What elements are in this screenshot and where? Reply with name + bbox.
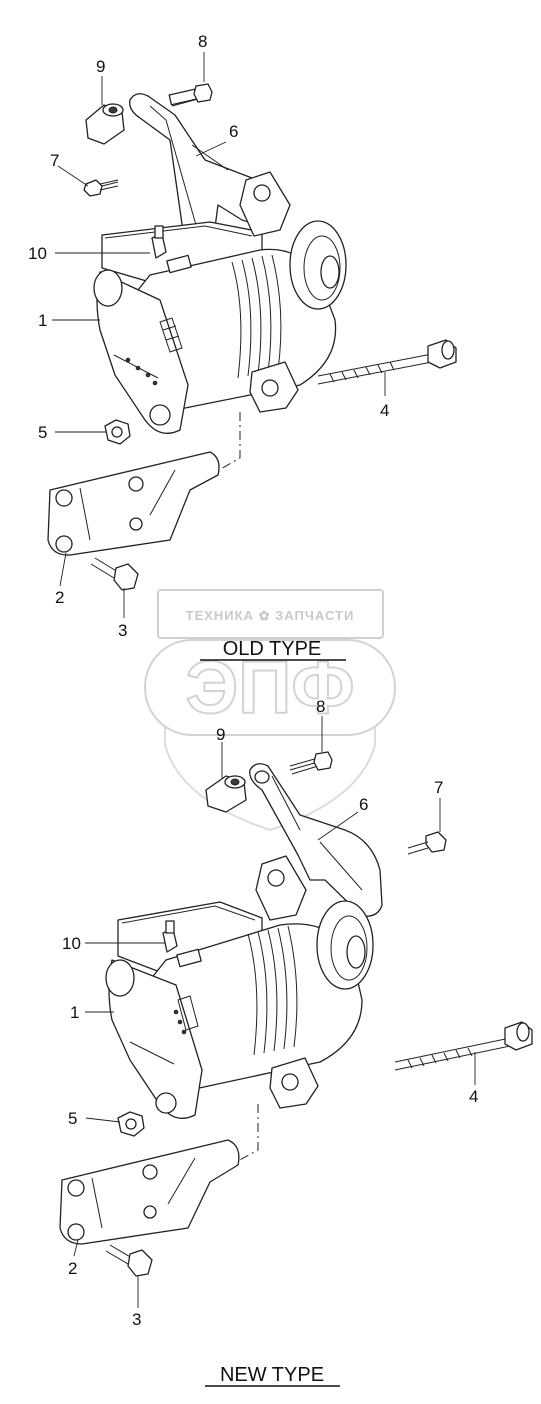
new-callout-6: 6 <box>359 795 368 814</box>
new-callout-10: 10 <box>62 934 81 953</box>
new-callout-7: 7 <box>434 778 443 797</box>
old-callout-4: 4 <box>380 401 389 420</box>
new-callout-3: 3 <box>132 1310 141 1329</box>
old-nut-5 <box>104 419 131 445</box>
watermark-oval <box>144 639 396 736</box>
new-bracket-2 <box>59 1139 240 1245</box>
new-bolt-7 <box>407 831 447 855</box>
old-centerline <box>204 412 241 479</box>
old-type-assembly: 8 9 6 7 10 1 4 5 2 3 <box>28 32 457 640</box>
old-bolt-4 <box>317 339 457 385</box>
new-bracket-6 <box>249 763 383 917</box>
new-bolt-4 <box>394 1021 533 1071</box>
old-leader-lines <box>52 52 386 618</box>
old-bolt-8 <box>168 83 213 107</box>
old-callout-2: 2 <box>55 588 64 607</box>
old-callout-10: 10 <box>28 244 47 263</box>
new-spacer-9 <box>205 775 247 813</box>
old-callout-7: 7 <box>50 151 59 170</box>
new-callout-8: 8 <box>316 697 325 716</box>
old-bolt-3 <box>90 557 139 591</box>
old-compressor <box>93 171 347 434</box>
old-callout-9: 9 <box>96 57 105 76</box>
new-bolt-8 <box>289 751 333 775</box>
old-callout-5: 5 <box>38 423 47 442</box>
new-callout-labels: 8 9 7 6 10 1 4 5 2 3 <box>62 697 478 1329</box>
new-callout-4: 4 <box>469 1087 478 1106</box>
watermark-shield-icon <box>164 699 376 832</box>
old-callout-1: 1 <box>38 311 47 330</box>
new-type-assembly: 8 9 7 6 10 1 4 5 2 3 <box>59 697 533 1329</box>
old-spacer-9 <box>85 103 125 145</box>
watermark-banner-text: ТЕХНИКА ✿ ЗАПЧАСТИ <box>186 608 355 623</box>
new-leader-lines <box>73 716 476 1308</box>
new-compressor <box>105 855 374 1119</box>
new-callout-1: 1 <box>70 1003 79 1022</box>
new-callout-5: 5 <box>68 1109 77 1128</box>
new-callout-9: 9 <box>216 725 225 744</box>
new-bolt-3 <box>105 1244 153 1277</box>
old-callout-8: 8 <box>198 32 207 51</box>
watermark: ТЕХНИКА ✿ ЗАПЧАСТИ ЭПФ <box>144 589 396 832</box>
old-callout-3: 3 <box>118 621 127 640</box>
old-callout-labels: 8 9 6 7 10 1 4 5 2 3 <box>28 32 389 640</box>
old-bracket-2 <box>47 451 220 556</box>
new-type-title: NEW TYPE <box>220 1364 324 1386</box>
old-type-title: OLD TYPE <box>223 638 322 660</box>
old-callout-6: 6 <box>229 122 238 141</box>
new-callout-2: 2 <box>68 1259 77 1278</box>
watermark-banner <box>157 589 384 639</box>
old-bolt-7 <box>83 179 119 197</box>
new-nut-5 <box>117 1111 145 1137</box>
